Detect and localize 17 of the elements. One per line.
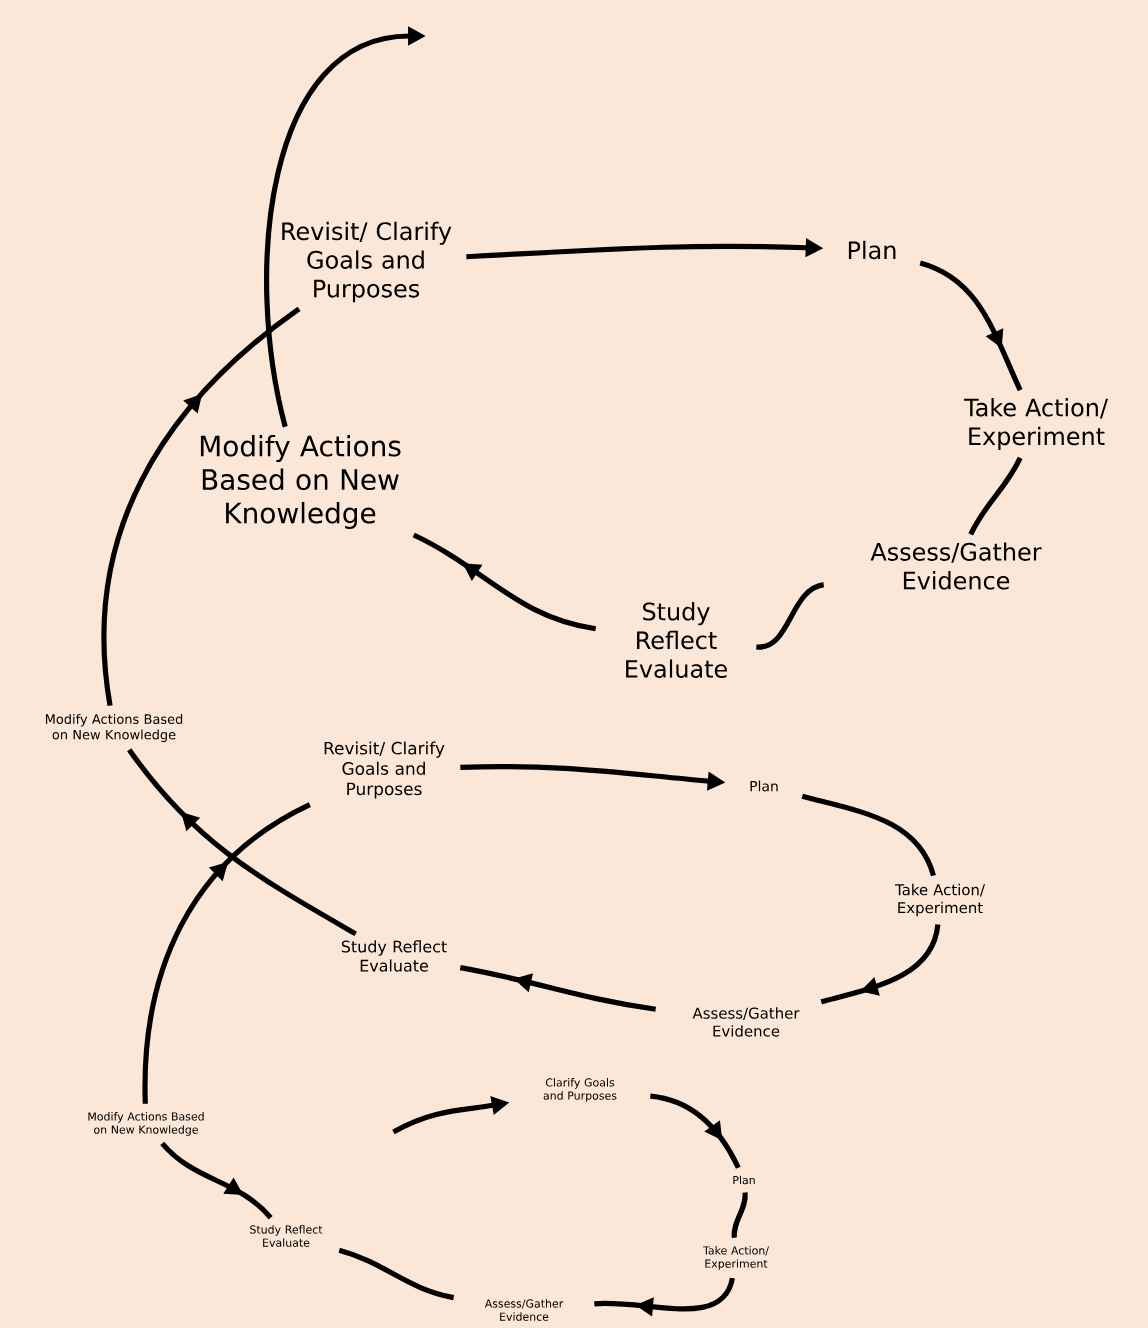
step-label: Modify Actions Based on New Knowledge <box>200 435 401 529</box>
step-label: Revisit/ Clarify Goals and Purposes <box>282 221 452 303</box>
step-label: Assess/Gather Evidence <box>870 542 1042 590</box>
step-label: Revisit/ Clarify Goals and Purposes <box>324 741 445 799</box>
arrow <box>160 1141 273 1220</box>
arrow <box>101 306 301 706</box>
arrow <box>650 1093 741 1169</box>
arrow <box>459 965 657 1012</box>
arrow <box>919 260 1023 392</box>
step-label: Study Reflect Evaluate <box>626 602 727 678</box>
arrow <box>142 802 312 1104</box>
step-label: Plan <box>848 240 896 260</box>
arrow <box>412 532 597 632</box>
step-label: Take Action/ Experiment <box>963 398 1108 450</box>
arrow <box>127 748 357 937</box>
arrow <box>594 1277 735 1317</box>
arrow <box>820 924 941 1005</box>
